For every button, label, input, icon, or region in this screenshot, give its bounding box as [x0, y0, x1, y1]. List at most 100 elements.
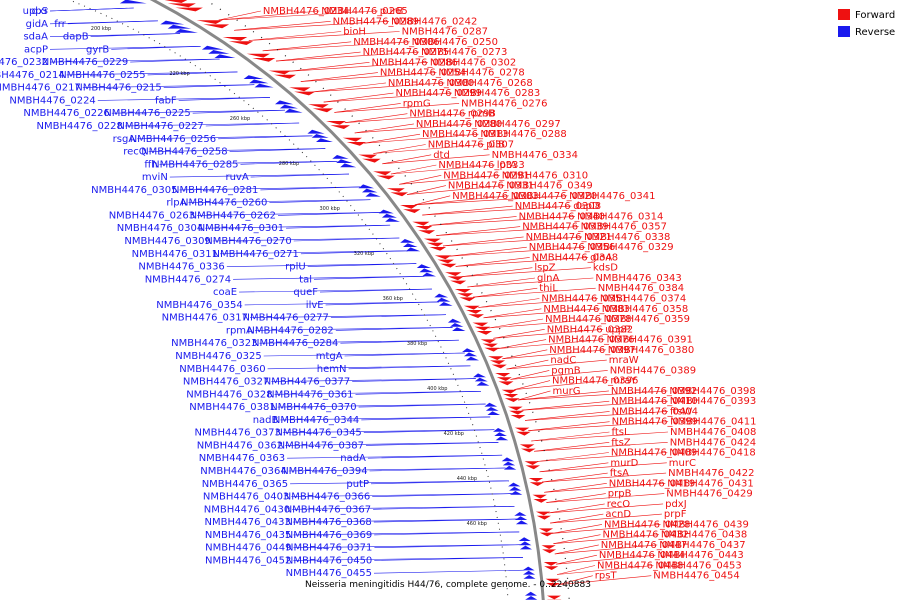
reverse-label-line — [137, 135, 313, 140]
reverse-gene-label: NMBH4476_0323 — [171, 338, 257, 349]
forward-label-lines — [218, 10, 669, 585]
forward-label-line — [514, 380, 609, 390]
forward-gene-label: NMBH4476_0419 — [609, 478, 695, 489]
forward-gene-label: prpF — [664, 509, 687, 520]
forward-gene-label: NMBH4476_0276 — [461, 98, 547, 109]
forward-feature-arrow — [222, 37, 248, 41]
forward-label-line — [429, 216, 517, 226]
reverse-feature-arrow — [510, 491, 523, 495]
reverse-feature-arrow — [518, 537, 531, 541]
forward-gene-label: NMBH4476_0411 — [670, 417, 756, 428]
forward-labels: NMBH4476_0234NMBH4476_0265purBNMBH4476_0… — [263, 6, 757, 582]
forward-label-line — [344, 113, 408, 123]
forward-gene-label: pilB — [486, 140, 505, 151]
forward-label-line — [551, 524, 661, 534]
forward-gene-label: NMBH4476_0254 — [380, 68, 466, 79]
forward-feature-arrow — [498, 381, 514, 386]
reverse-label-line — [267, 365, 471, 370]
scale-tick-label: 420 kbp — [444, 431, 464, 437]
reverse-gene-label: NMBH4476_0284 — [252, 338, 338, 349]
forward-label-line — [429, 216, 576, 226]
reverse-gene-label: dapB — [63, 32, 89, 43]
reverse-feature-arrow — [495, 436, 509, 441]
forward-feature-arrow — [482, 343, 498, 348]
forward-label-line — [506, 359, 607, 370]
forward-label-line — [531, 431, 669, 442]
forward-label-line — [525, 411, 610, 421]
forward-gene-label: NMBH4476_0307 — [428, 140, 514, 151]
reverse-gene-label: NMBH4476_0365 — [202, 479, 288, 490]
forward-gene-label: NMBH4476_0339 — [522, 222, 608, 233]
forward-gene-label: NMBH4476_0308 — [515, 201, 601, 212]
forward-label-line — [528, 421, 610, 431]
forward-feature-arrow — [480, 339, 496, 344]
forward-feature-arrow — [164, 0, 188, 3]
forward-gene-label: NMBH4476_0374 — [600, 294, 686, 305]
forward-feature-arrow — [434, 255, 452, 260]
forward-gene-label: NMBH4476_0454 — [653, 571, 739, 582]
forward-label-line — [414, 195, 509, 206]
reverse-feature-arrow — [473, 373, 486, 378]
reverse-feature-arrow — [400, 239, 415, 243]
forward-feature-arrow — [228, 41, 254, 45]
reverse-gene-label: NMBH4476_0368 — [285, 517, 371, 528]
reverse-gene-label: NMBH4476_0224 — [9, 95, 95, 106]
reverse-gene-label: NMBH4476_0274 — [145, 274, 231, 285]
forward-label-line — [455, 257, 589, 267]
forward-gene-label: murG — [553, 386, 581, 397]
forward-label-line — [551, 524, 603, 534]
reverse-label-line — [290, 480, 509, 485]
forward-gene-label: ftsA — [610, 468, 629, 479]
forward-label-line — [312, 82, 386, 93]
forward-gene-label: NMBH4476_0432 — [603, 530, 689, 541]
reverse-feature-arrow — [254, 83, 274, 88]
reverse-label-line — [197, 212, 381, 216]
forward-label-line — [373, 144, 426, 154]
forward-gene-label: NMBH4476_0391 — [607, 335, 693, 346]
reverse-gene-label: NMBH4476_0455 — [286, 568, 372, 579]
reverse-feature-arrow — [519, 545, 532, 550]
reverse-feature-arrow — [403, 243, 418, 247]
forward-label-line — [354, 123, 473, 134]
legend: Forward Reverse — [838, 9, 895, 38]
forward-gene-label: NMBH4476_0287 — [402, 27, 488, 38]
forward-label-line — [442, 236, 583, 247]
reverse-feature-arrow — [493, 428, 506, 432]
forward-gene-label: NMBH4476_0280 — [416, 119, 502, 130]
reverse-label-line — [291, 493, 512, 497]
scale-tick-label: 440 kbp — [457, 476, 477, 482]
forward-label-line — [390, 164, 495, 175]
forward-gene-label: rpmB — [468, 109, 495, 120]
legend-forward-swatch — [838, 9, 850, 20]
forward-label-line — [382, 154, 432, 165]
reverse-label-line — [49, 46, 201, 50]
reverse-label-line — [244, 301, 440, 306]
forward-feature-arrow — [362, 158, 381, 163]
forward-gene-label: uppP — [605, 324, 630, 335]
reverse-gene-label: tal — [299, 274, 312, 285]
forward-label-line — [248, 31, 400, 41]
forward-gene-label: NMBH4476_0288 — [480, 129, 566, 140]
reverse-feature-arrow — [385, 218, 400, 222]
forward-feature-arrow — [546, 583, 560, 587]
forward-feature-arrow — [429, 247, 447, 251]
forward-feature-arrow — [504, 398, 520, 402]
forward-gene-label: NMBH4476_0268 — [446, 78, 532, 89]
forward-label-line — [275, 51, 420, 62]
forward-label-line — [234, 21, 331, 31]
forward-feature-arrow — [521, 448, 536, 453]
forward-feature-arrow — [358, 154, 378, 159]
forward-feature-arrow — [346, 142, 366, 146]
reverse-label-line — [179, 186, 361, 191]
forward-label-line — [534, 442, 610, 452]
reverse-feature-arrow — [515, 516, 528, 520]
forward-feature-arrow — [386, 188, 405, 192]
forward-feature-arrow — [454, 289, 471, 293]
reverse-gene-label: NMBH4476_0228 — [37, 121, 123, 132]
forward-gene-label: prpB — [608, 489, 632, 500]
forward-feature-arrow — [294, 91, 316, 96]
forward-label-line — [502, 349, 606, 360]
forward-feature-arrow — [268, 70, 291, 75]
reverse-feature-arrow — [515, 520, 529, 525]
